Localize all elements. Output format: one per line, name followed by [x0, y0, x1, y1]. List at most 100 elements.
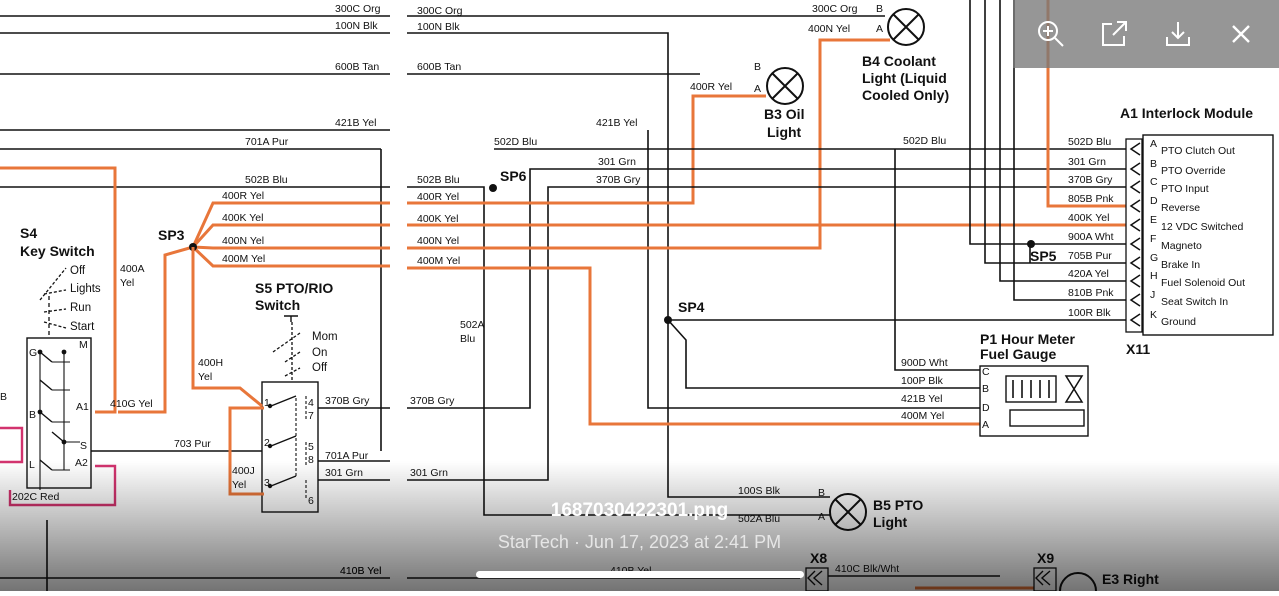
s4-position-off: Off — [70, 265, 86, 277]
module-wire-label: 810B Pnk — [1068, 287, 1114, 299]
wire-label: 703 Pur — [174, 438, 211, 450]
module-pin-function: PTO Input — [1161, 183, 1209, 195]
sp5-splice — [1027, 240, 1035, 248]
wire-label: 400M Yel — [222, 253, 265, 265]
connector-terminal — [1129, 256, 1141, 270]
connector-terminal — [1129, 218, 1141, 232]
module-wires — [630, 0, 1128, 301]
s4-pin-a1: A1 — [76, 401, 89, 413]
wire-label: Yel — [198, 371, 212, 383]
module-wire-label: 502D Blu — [1068, 136, 1111, 148]
file-meta: StarTech · Jun 17, 2023 at 2:41 PM — [497, 532, 782, 552]
s5-pin-8: 8 — [308, 454, 314, 466]
connector-terminal — [1129, 199, 1141, 213]
wire-label: 300C Org — [417, 5, 463, 17]
p1-title: P1 Hour Meter — [980, 331, 1075, 347]
s4-position-lights: Lights — [70, 283, 101, 295]
wire-label: 400R Yel — [417, 191, 459, 203]
left-pin-b: B — [0, 391, 7, 403]
module-wire-label: 301 Grn — [1068, 156, 1106, 168]
s4-id: S4 — [20, 225, 37, 241]
wire-label: 300C Org — [812, 3, 858, 15]
wire-label: 100N Blk — [417, 21, 460, 33]
p1-subtitle: Fuel Gauge — [980, 346, 1056, 362]
b4-coolant-light: B A B4 Coolant Light (Liquid Cooled Only… — [862, 3, 949, 103]
p1-pin-c: C — [982, 366, 990, 378]
s5-position-on: On — [312, 347, 327, 359]
module-pin-letter: C — [1150, 176, 1158, 188]
wire-label: 701A Pur — [325, 450, 369, 462]
module-wire-label: 900A Wht — [1068, 231, 1114, 243]
wire-label: 370B Gry — [410, 395, 455, 407]
file-name: 1687030422301.png — [550, 500, 729, 521]
module-wire-label: 370B Gry — [1068, 174, 1113, 186]
module-wire-label: 805B Pnk — [1068, 193, 1114, 205]
b4-pin-b: B — [876, 3, 883, 15]
wire-label: Yel — [120, 277, 134, 289]
wire-label: 410G Yel — [110, 398, 153, 410]
s4-name: Key Switch — [20, 243, 95, 259]
sp3-label: SP3 — [158, 227, 185, 243]
b3-oil-light: B A B3 Oil Light — [754, 61, 804, 140]
module-wire-label: 705B Pur — [1068, 250, 1112, 262]
wire-label: 400J — [232, 465, 255, 477]
p1-hour-meter-fuel-gauge: P1 Hour Meter Fuel Gauge C B D A — [894, 149, 1089, 437]
connector-terminal — [1129, 237, 1141, 251]
connector-terminal — [1129, 142, 1141, 156]
wire-label: 400K Yel — [417, 213, 458, 225]
wire-label: 410B Yel — [340, 565, 381, 577]
wire-label: 400M Yel — [901, 410, 944, 422]
module-pin-function: 12 VDC Switched — [1161, 221, 1243, 233]
close-icon — [1232, 25, 1251, 43]
module-pin-function: Brake In — [1161, 259, 1200, 271]
b4-id: B4 Coolant — [862, 53, 936, 69]
s5-id: S5 PTO/RIO — [255, 280, 333, 296]
home-indicator[interactable] — [476, 571, 804, 578]
module-pin-letter: F — [1150, 233, 1156, 245]
module-pin-letter: B — [1150, 158, 1157, 170]
s5-pin-7: 7 — [308, 410, 314, 422]
wire-label: 370B Gry — [596, 174, 641, 186]
p1-pin-b: B — [982, 383, 989, 395]
p1-pin-a: A — [982, 419, 989, 431]
s4-pin-m: M — [79, 339, 88, 351]
module-pin-function: PTO Override — [1161, 165, 1226, 177]
module-pin-function: Magneto — [1161, 240, 1202, 252]
module-pin-function: Seat Switch In — [1161, 296, 1228, 308]
middle-wires — [407, 15, 1128, 516]
s4-pin-g: G — [29, 347, 37, 359]
wire-400h — [191, 247, 263, 408]
x11-label: X11 — [1126, 341, 1150, 357]
module-pin-letter: H — [1150, 270, 1158, 282]
wire-label: 400N Yel — [222, 235, 264, 247]
s4-pin-b: B — [29, 409, 36, 421]
download-button[interactable] — [1160, 16, 1196, 52]
wire-label: 600B Tan — [417, 61, 461, 73]
b5-pin-b: B — [818, 487, 825, 499]
module-pin-function: Reverse — [1161, 202, 1200, 214]
module-pin-function: Ground — [1161, 316, 1196, 328]
s4-pin-a2: A2 — [75, 457, 88, 469]
wire-label: 421B Yel — [596, 117, 637, 129]
wire-label: 900D Wht — [901, 357, 948, 369]
module-pin-letter: G — [1150, 252, 1158, 264]
connector-terminal — [1129, 313, 1141, 327]
open-external-button[interactable] — [1096, 16, 1132, 52]
wire-label: 400H — [198, 357, 223, 369]
s4-key-switch: S4 Key Switch Off Lights Run Start G M B… — [0, 225, 101, 490]
wire-label: 502A — [460, 319, 485, 331]
wire-label: 100N Blk — [335, 20, 378, 32]
s4-position-run: Run — [70, 302, 91, 314]
module-wire-label: 420A Yel — [1068, 268, 1109, 280]
b3-pin-b: B — [754, 61, 761, 73]
wire-label: 701A Pur — [245, 136, 289, 148]
close-button[interactable] — [1223, 16, 1259, 52]
s5-pin-5: 5 — [308, 441, 314, 453]
zoom-in-button[interactable] — [1033, 16, 1069, 52]
wire-label: 301 Grn — [410, 467, 448, 479]
download-icon — [1165, 22, 1190, 46]
wire-label: 502B Blu — [417, 174, 460, 186]
